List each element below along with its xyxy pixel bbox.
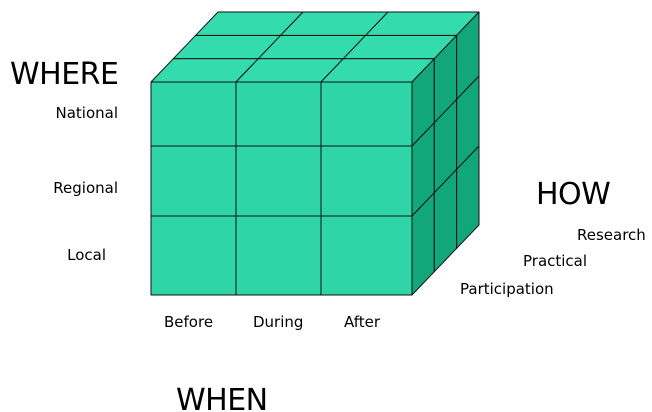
cube-front-cell — [321, 146, 412, 216]
cube-front-cell — [321, 82, 412, 146]
cube-front-cell — [236, 146, 321, 216]
cube-front-cell — [236, 82, 321, 146]
cube-front-cell — [151, 82, 236, 146]
how-label-practical: Practical — [523, 254, 587, 269]
cube-front-cell — [151, 216, 236, 295]
where-label-national: National — [55, 106, 118, 121]
cube-front-cell — [236, 216, 321, 295]
where-heading: WHERE — [10, 60, 118, 90]
when-label-before: Before — [164, 315, 213, 330]
when-label-during: During — [253, 315, 303, 330]
where-label-local: Local — [67, 248, 106, 263]
how-heading: HOW — [536, 180, 610, 210]
where-label-regional: Regional — [53, 181, 118, 196]
cube-front-cell — [321, 216, 412, 295]
when-label-after: After — [344, 315, 380, 330]
cube-front-cell — [151, 146, 236, 216]
cube-front-face — [151, 82, 412, 295]
how-label-participation: Participation — [460, 282, 554, 297]
when-heading: WHEN — [176, 386, 268, 412]
how-label-research: Research — [577, 228, 646, 243]
